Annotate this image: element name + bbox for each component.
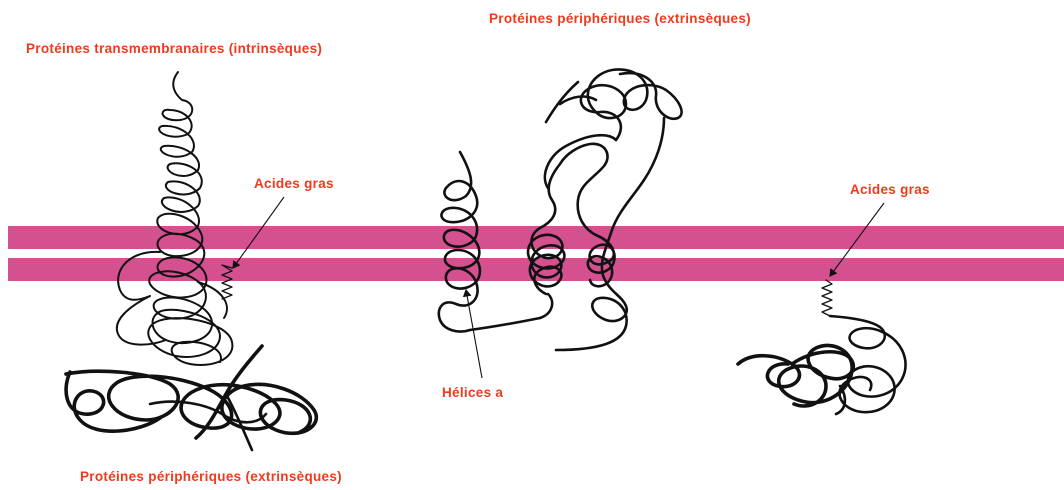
transmembrane-protein <box>117 72 233 365</box>
label-alpha-helices: Hélices a <box>442 385 503 400</box>
label-peripheral-proteins-top: Protéines périphériques (extrinsèques) <box>489 11 751 26</box>
peripheral-protein-right <box>738 280 906 414</box>
alpha-helix-protein-right <box>546 69 682 350</box>
membrane-inner-layer <box>8 258 1064 281</box>
peripheral-protein-bottom-left <box>66 346 316 450</box>
label-fatty-acids-right: Acides gras <box>850 182 930 197</box>
arrow-alpha-helices <box>466 290 482 378</box>
label-fatty-acids-left: Acides gras <box>254 176 334 191</box>
label-transmembrane-proteins: Protéines transmembranaires (intrinsèque… <box>26 41 322 56</box>
label-peripheral-proteins-bottom: Protéines périphériques (extrinsèques) <box>80 469 342 484</box>
fatty-acid-chain-right <box>822 280 832 316</box>
